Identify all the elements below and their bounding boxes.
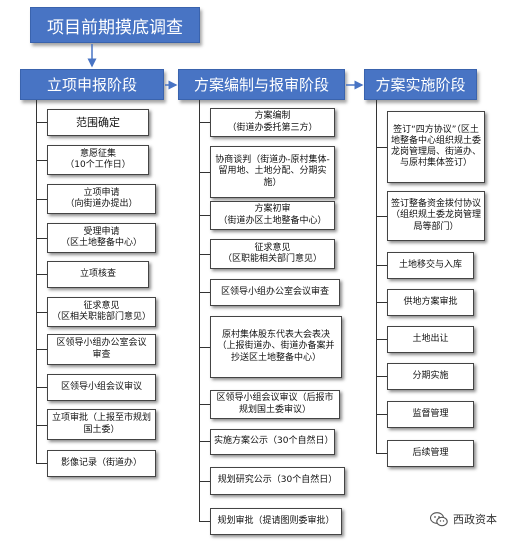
step-office-review: 区领导小组办公室会议 审查: [47, 334, 156, 365]
connector-tick: [36, 274, 47, 275]
connector-tick: [376, 453, 387, 454]
connector-tick: [199, 292, 210, 293]
step-plan-drafting: 方案编制 （街道办委托第三方）: [210, 108, 335, 137]
connector-tick: [199, 172, 210, 173]
connector-tick: [199, 404, 210, 405]
step-supervision: 监督管理: [387, 401, 474, 428]
step-group-meeting: 区领导小组会议审议（后报市规划国土委审议）: [210, 390, 340, 419]
stage-header-planning: 方案编制与报审阶段: [178, 69, 345, 100]
step-group-review: 区领导小组会议审议: [47, 374, 156, 401]
connector-tick: [376, 216, 387, 217]
connector-tick: [199, 441, 210, 442]
step-negotiation: 协商谈判（街道办-原村集体-留用地、土地分配、分期实施）: [210, 146, 335, 198]
step-scope: 范围确定: [47, 109, 149, 136]
wechat-icon: [430, 511, 448, 526]
step-image-record: 影像记录（街道办）: [47, 450, 156, 477]
connector-tick: [199, 347, 210, 348]
step-land-supply: 供地方案审批: [387, 289, 474, 316]
connector-tick: [36, 349, 47, 350]
connector-tick: [376, 414, 387, 415]
connector-tick: [36, 387, 47, 388]
step-accept: 受理申请 （区土地整备中心）: [47, 223, 156, 253]
step-dept-consult: 征求意见 （区职能相关部门意见）: [210, 239, 335, 269]
connector-tick: [376, 147, 387, 148]
connector-tick: [199, 521, 210, 522]
connector-tick: [376, 302, 387, 303]
step-intent-collection: 意愿征集 （10个工作日）: [47, 145, 149, 175]
connector-tick: [36, 122, 47, 123]
connector-tick: [199, 254, 210, 255]
step-apply: 立项申请 （向街道办提出）: [47, 184, 156, 214]
page-title: 项目前期摸底调查: [30, 7, 200, 43]
connector-tick: [36, 199, 47, 200]
connector-line-col1: [36, 100, 37, 463]
connector-tick: [36, 463, 47, 464]
connector-tick: [199, 215, 210, 216]
step-phased-implementation: 分期实施: [387, 363, 474, 390]
connector-tick: [199, 122, 210, 123]
step-four-party-agreement: 签订“四方协议”（区土地整备中心组织规土委龙岗管理局、街道办、与原村集体签订）: [387, 111, 485, 183]
connector-tick: [376, 376, 387, 377]
connector-tick: [36, 160, 47, 161]
step-plan-approval: 规划审批（提请图则委审批）: [210, 508, 342, 535]
stage-header-approval: 立项申报阶段: [20, 69, 164, 100]
connector-tick: [36, 312, 47, 313]
connector-line-col3: [376, 100, 377, 453]
step-shareholder-vote: 原村集体股东代表大会表决 （上报街道办、街道办备案并抄送区土地整备中心）: [210, 316, 342, 378]
step-land-transfer: 土地移交与入库: [387, 252, 474, 279]
step-plan-publicity: 实施方案公示（30个自然日）: [210, 429, 335, 455]
step-follow-up: 后续管理: [387, 440, 474, 467]
connector-tick: [376, 265, 387, 266]
step-consult: 征求意见 （区相关职能部门意见）: [47, 297, 156, 327]
connector-tick: [36, 425, 47, 426]
connector-line-col2: [199, 100, 200, 521]
connector-tick: [376, 339, 387, 340]
step-land-sale: 土地出让: [387, 326, 474, 353]
connector-tick: [36, 238, 47, 239]
step-research-publicity: 规划研究公示（30个自然日）: [210, 467, 345, 495]
step-funding-agreement: 签订整备资金拨付协议（组织规土委龙岗管理局等部门）: [387, 191, 485, 241]
step-approval: 立项审批（上报至市规划国土委）: [47, 409, 156, 440]
step-office-meeting: 区领导小组办公室会议审查: [210, 279, 340, 306]
step-preliminary-review: 方案初审 （街道办区土地整备中心）: [210, 201, 335, 230]
watermark: 西政资本: [430, 511, 497, 527]
stage-header-implementation: 方案实施阶段: [364, 69, 477, 100]
step-verify: 立项核查: [47, 261, 149, 288]
watermark-text: 西政资本: [453, 513, 497, 526]
connector-tick: [199, 481, 210, 482]
